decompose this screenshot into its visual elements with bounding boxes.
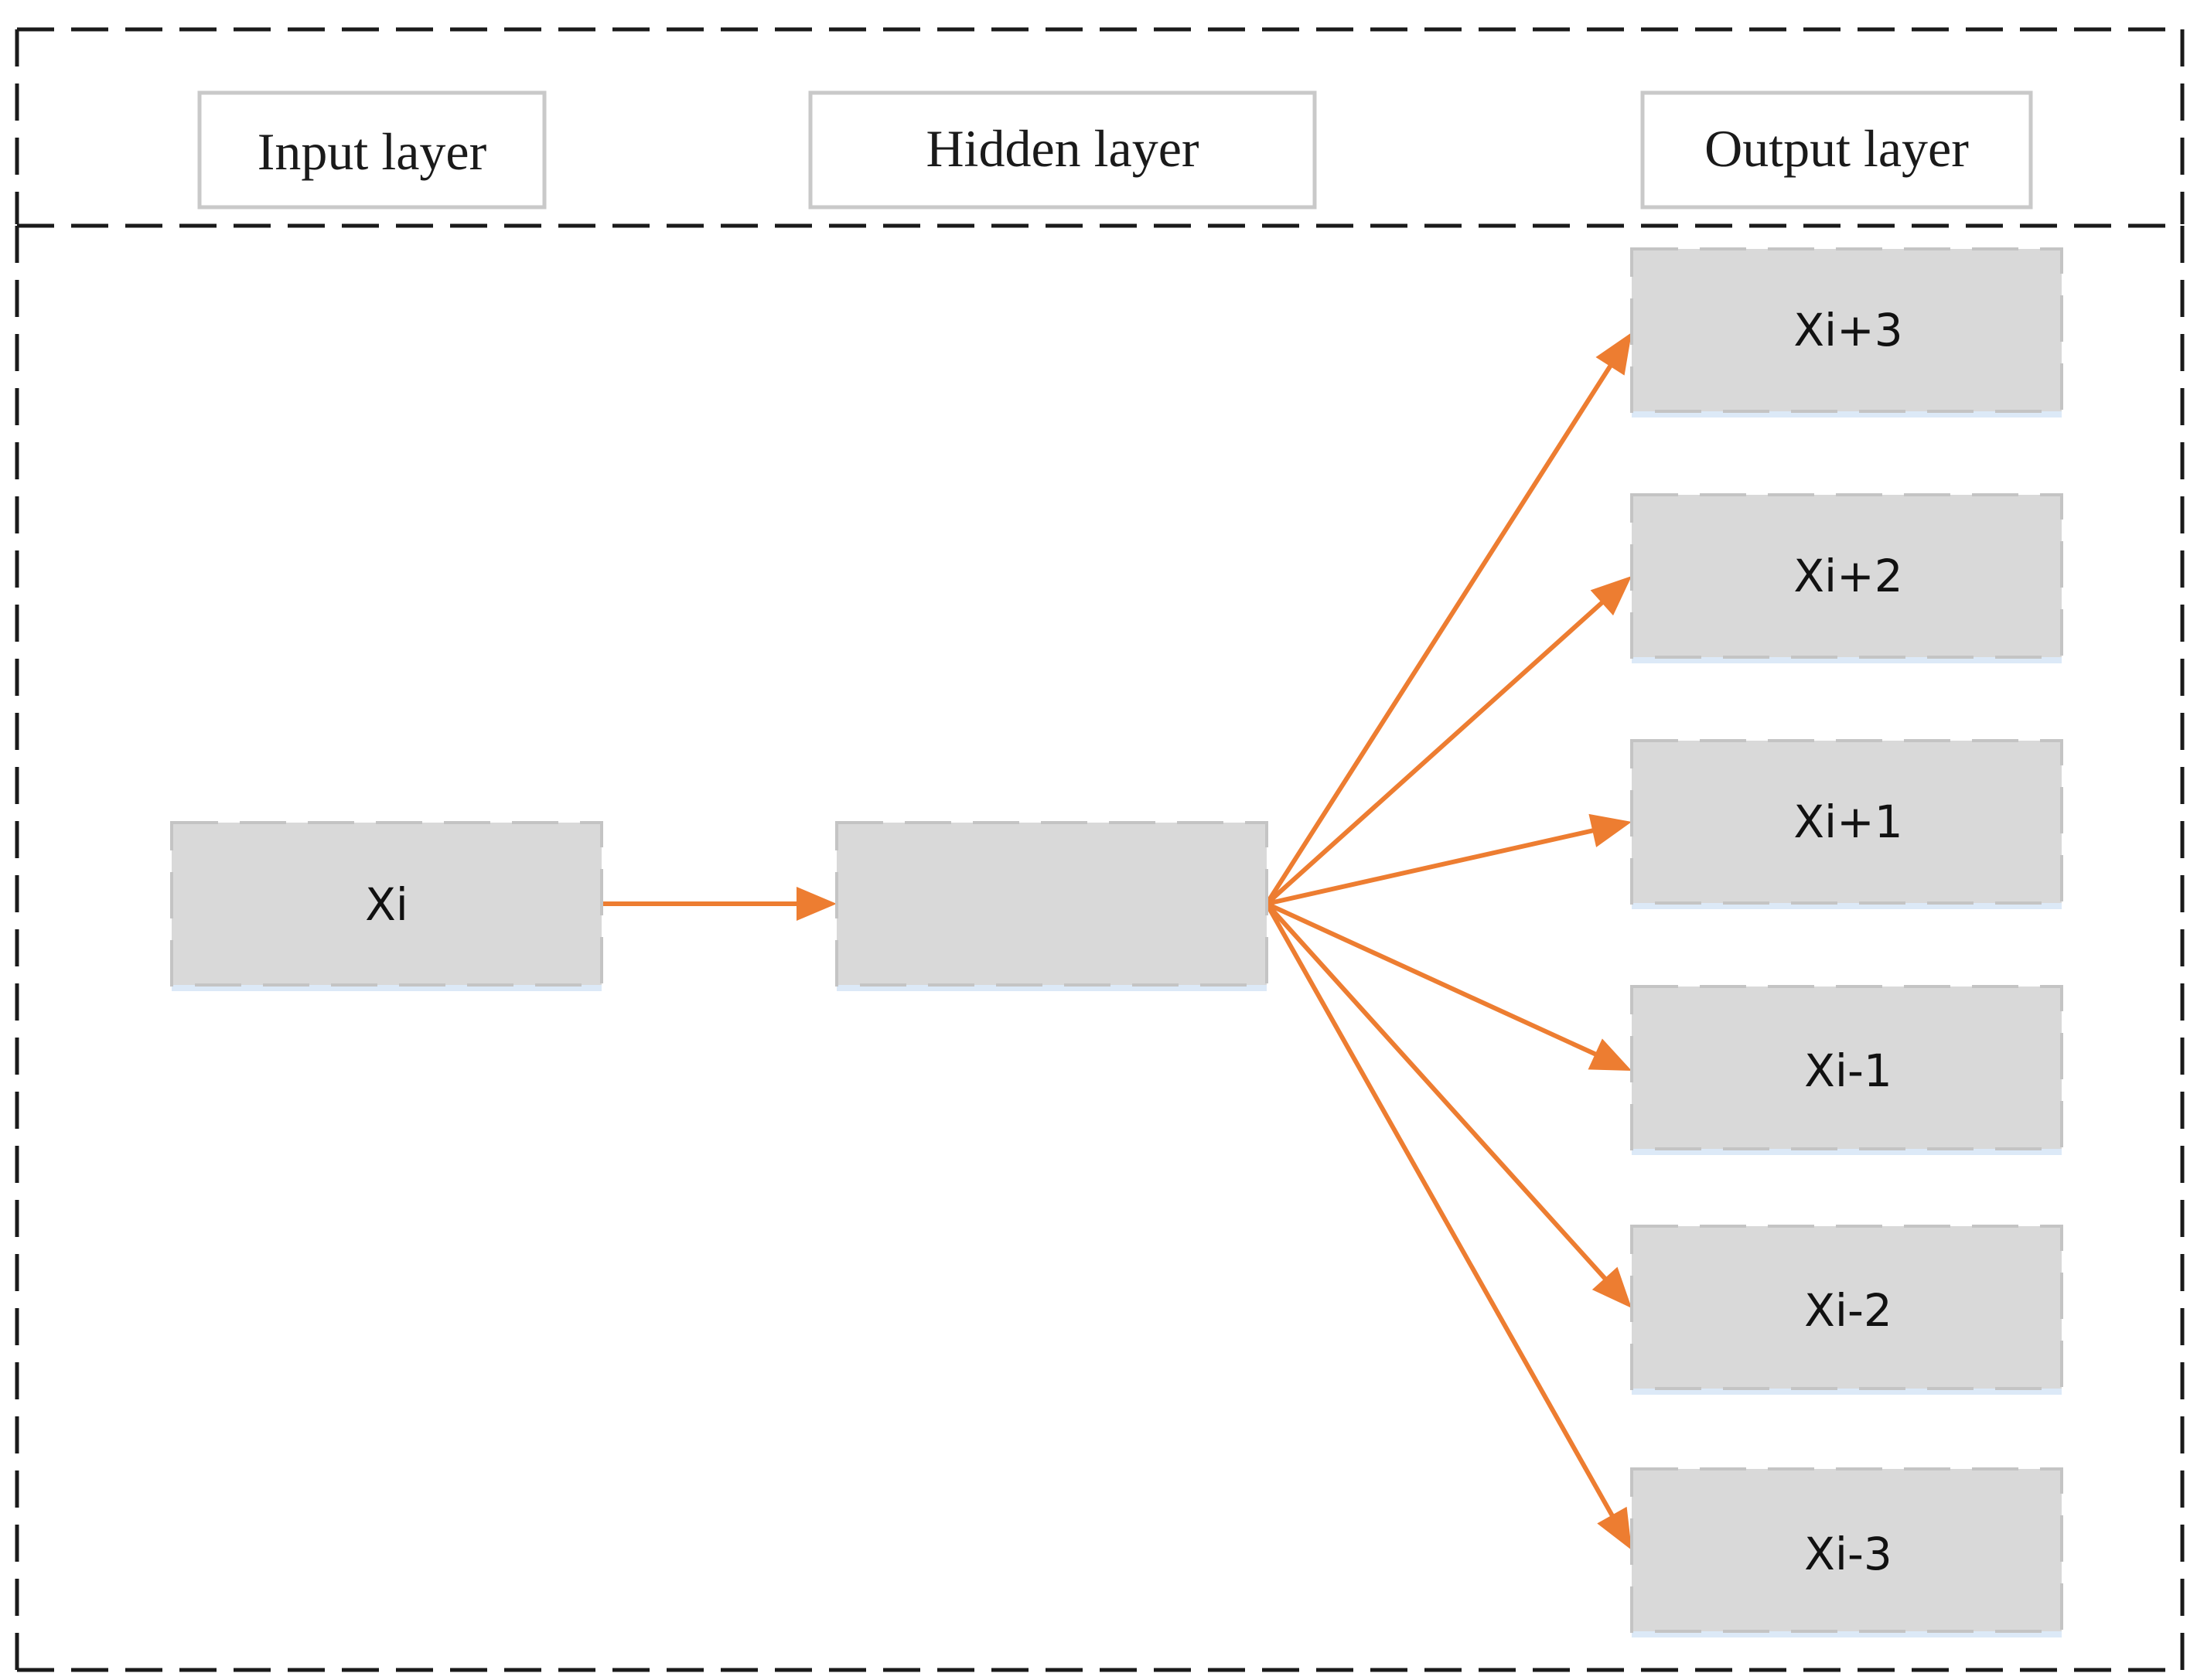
output-layer-header: Output layer: [1640, 90, 2033, 210]
arrow-hidden-to-output-4: [1264, 901, 1632, 1308]
output-node-label-2: Xi+1: [1793, 796, 1902, 848]
output-layer-label: Output layer: [1704, 119, 1969, 178]
body-frame: [15, 223, 2185, 1672]
output-node-2: Xi+1: [1630, 739, 2063, 909]
output-node-5: Xi-3: [1630, 1467, 2063, 1637]
hidden-layer-label: Hidden layer: [926, 119, 1199, 178]
output-node-1: Xi+2: [1630, 493, 2063, 663]
arrow-hidden-to-output-4-shaft: [1264, 901, 1609, 1283]
output-node-label-5: Xi-3: [1804, 1528, 1892, 1580]
arrow-hidden-to-output-3: [1265, 901, 1632, 1071]
arrow-input-to-hidden: [602, 887, 837, 921]
output-node-0: Xi+3: [1630, 247, 2063, 417]
arrow-hidden-to-output-0: [1264, 332, 1632, 905]
input-layer-label: Input layer: [258, 122, 487, 181]
output-node-3: Xi-1: [1630, 985, 2063, 1155]
input-layer-header: Input layer: [197, 90, 547, 210]
arrow-hidden-to-output-4-head: [1591, 1266, 1632, 1308]
arrow-hidden-to-output-1-shaft: [1264, 598, 1606, 906]
output-node-label-4: Xi-2: [1804, 1284, 1892, 1337]
arrow-hidden-to-output-0-head: [1595, 332, 1632, 376]
arrow-hidden-to-output-5-shaft: [1264, 902, 1616, 1519]
hidden-layer-header: Hidden layer: [808, 90, 1317, 210]
output-node-label-1: Xi+2: [1793, 550, 1902, 602]
arrow-hidden-to-output-2-shaft: [1266, 827, 1596, 906]
arrow-hidden-to-output-2-head: [1588, 813, 1632, 847]
output-node-4: Xi-2: [1630, 1225, 2063, 1395]
arrow-hidden-to-output-0-shaft: [1264, 362, 1614, 905]
output-node-label-0: Xi+3: [1793, 304, 1902, 356]
output-node-label-3: Xi-1: [1804, 1044, 1892, 1097]
arrow-hidden-to-output-5-head: [1597, 1506, 1632, 1550]
input-node-label: Xi: [365, 878, 408, 931]
connection-arrows: [602, 332, 1632, 1550]
header-frame: [15, 27, 2185, 224]
input-node: Xi: [170, 821, 603, 991]
arrow-hidden-to-output-1-head: [1590, 576, 1632, 616]
arrow-hidden-to-output-5: [1264, 902, 1632, 1550]
arrow-hidden-to-output-1: [1264, 576, 1632, 906]
hidden-node: [835, 821, 1268, 991]
arrow-input-to-hidden-head: [797, 887, 837, 921]
arrow-hidden-to-output-2: [1266, 813, 1632, 906]
arrow-hidden-to-output-3-shaft: [1265, 901, 1599, 1058]
arrow-hidden-to-output-3-head: [1588, 1038, 1632, 1071]
